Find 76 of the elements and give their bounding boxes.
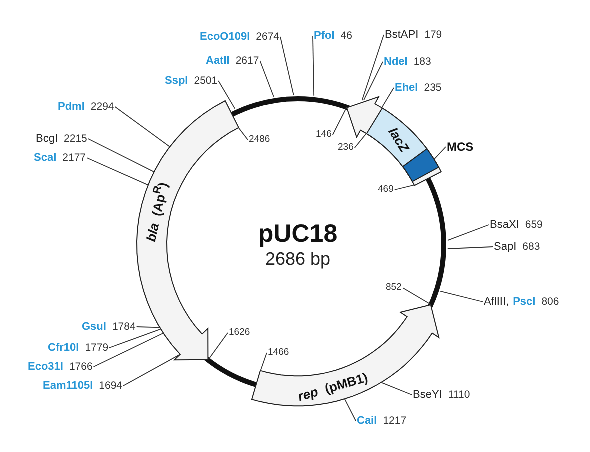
- enzyme-name: PscI: [513, 295, 536, 309]
- leader-line: [136, 326, 160, 328]
- site-position: 683: [522, 240, 540, 254]
- enzyme-name: ScaI: [34, 151, 57, 165]
- enzyme-name: CaiI: [357, 414, 378, 428]
- plasmid-name: pUC18: [258, 220, 338, 248]
- position-number: 469: [378, 183, 394, 197]
- position-number: 2486: [249, 133, 270, 147]
- position-number: 1626: [229, 326, 250, 340]
- enzyme-name: EheI: [395, 81, 418, 95]
- region-label: MCS: [447, 140, 474, 154]
- enzyme-name: GsuI: [82, 320, 106, 334]
- position-number: 146: [316, 128, 332, 142]
- leader-line: [93, 332, 164, 368]
- site-position: 2674: [256, 30, 280, 44]
- leader-line: [114, 106, 171, 148]
- site-position: 1217: [383, 414, 407, 428]
- site-position: 2215: [64, 132, 88, 146]
- enzyme-name: BstAPI: [385, 28, 419, 42]
- site-position: 2177: [62, 151, 86, 165]
- site-position: 659: [525, 218, 543, 232]
- leader-line: [123, 354, 181, 386]
- leader-line: [447, 224, 490, 242]
- site-position: 2294: [90, 100, 114, 114]
- leader-line: [381, 382, 412, 396]
- leader-line: [88, 138, 155, 173]
- leader-line: [238, 128, 248, 140]
- leader-line: [312, 36, 315, 96]
- leader-line: [394, 184, 416, 190]
- enzyme-name: PdmI: [58, 100, 85, 114]
- leader-line: [280, 36, 294, 96]
- site-position: 235: [424, 81, 442, 95]
- position-number: 1466: [268, 346, 290, 360]
- leader-line: [402, 288, 432, 306]
- leader-line: [208, 332, 228, 360]
- leader-line: [344, 398, 356, 422]
- plasmid-size: 2686 bp: [264, 248, 332, 270]
- position-number: 852: [386, 281, 402, 295]
- site-position: 1694: [99, 379, 123, 393]
- site-position: 179: [424, 28, 442, 42]
- site-position: 2617: [236, 54, 260, 68]
- leader-line: [109, 328, 162, 348]
- leader-line: [440, 290, 484, 302]
- site-position: 183: [414, 55, 432, 69]
- leader-line: [260, 60, 274, 98]
- enzyme-name: PfoI: [314, 29, 335, 43]
- leader-line: [332, 106, 348, 136]
- leader-line: [364, 62, 384, 101]
- leader-line: [86, 158, 149, 186]
- site-position: 2501: [194, 74, 218, 88]
- site-position: 806: [542, 295, 560, 309]
- enzyme-name: BsaXI: [490, 218, 520, 232]
- site-position: 1766: [69, 360, 93, 374]
- position-number: 236: [338, 141, 354, 155]
- leader-line: [447, 246, 494, 250]
- enzyme-name: AatII: [206, 54, 230, 68]
- site-position: 46: [340, 29, 352, 43]
- leader-line: [434, 146, 446, 160]
- leader-line: [362, 34, 384, 102]
- enzyme-name: BseYI: [413, 388, 442, 402]
- site-position: 1110: [448, 388, 470, 402]
- enzyme-name: Eco31I: [28, 360, 64, 374]
- enzyme-name: AflIII,: [484, 295, 510, 309]
- enzyme-name: Cfr10I: [48, 341, 80, 355]
- enzyme-name: SapI: [494, 240, 517, 254]
- enzyme-name: NdeI: [384, 55, 408, 69]
- leader-line: [218, 80, 236, 110]
- enzyme-name: SspI: [165, 74, 188, 88]
- leader-line: [382, 88, 394, 108]
- enzyme-name: EcoO109I: [200, 30, 250, 44]
- leader-line: [354, 133, 368, 148]
- site-position: 1779: [85, 341, 109, 355]
- enzyme-name: BcgI: [36, 132, 58, 146]
- leader-line: [260, 352, 268, 372]
- enzyme-name: Eam1105I: [43, 379, 94, 393]
- site-position: 1784: [112, 320, 136, 334]
